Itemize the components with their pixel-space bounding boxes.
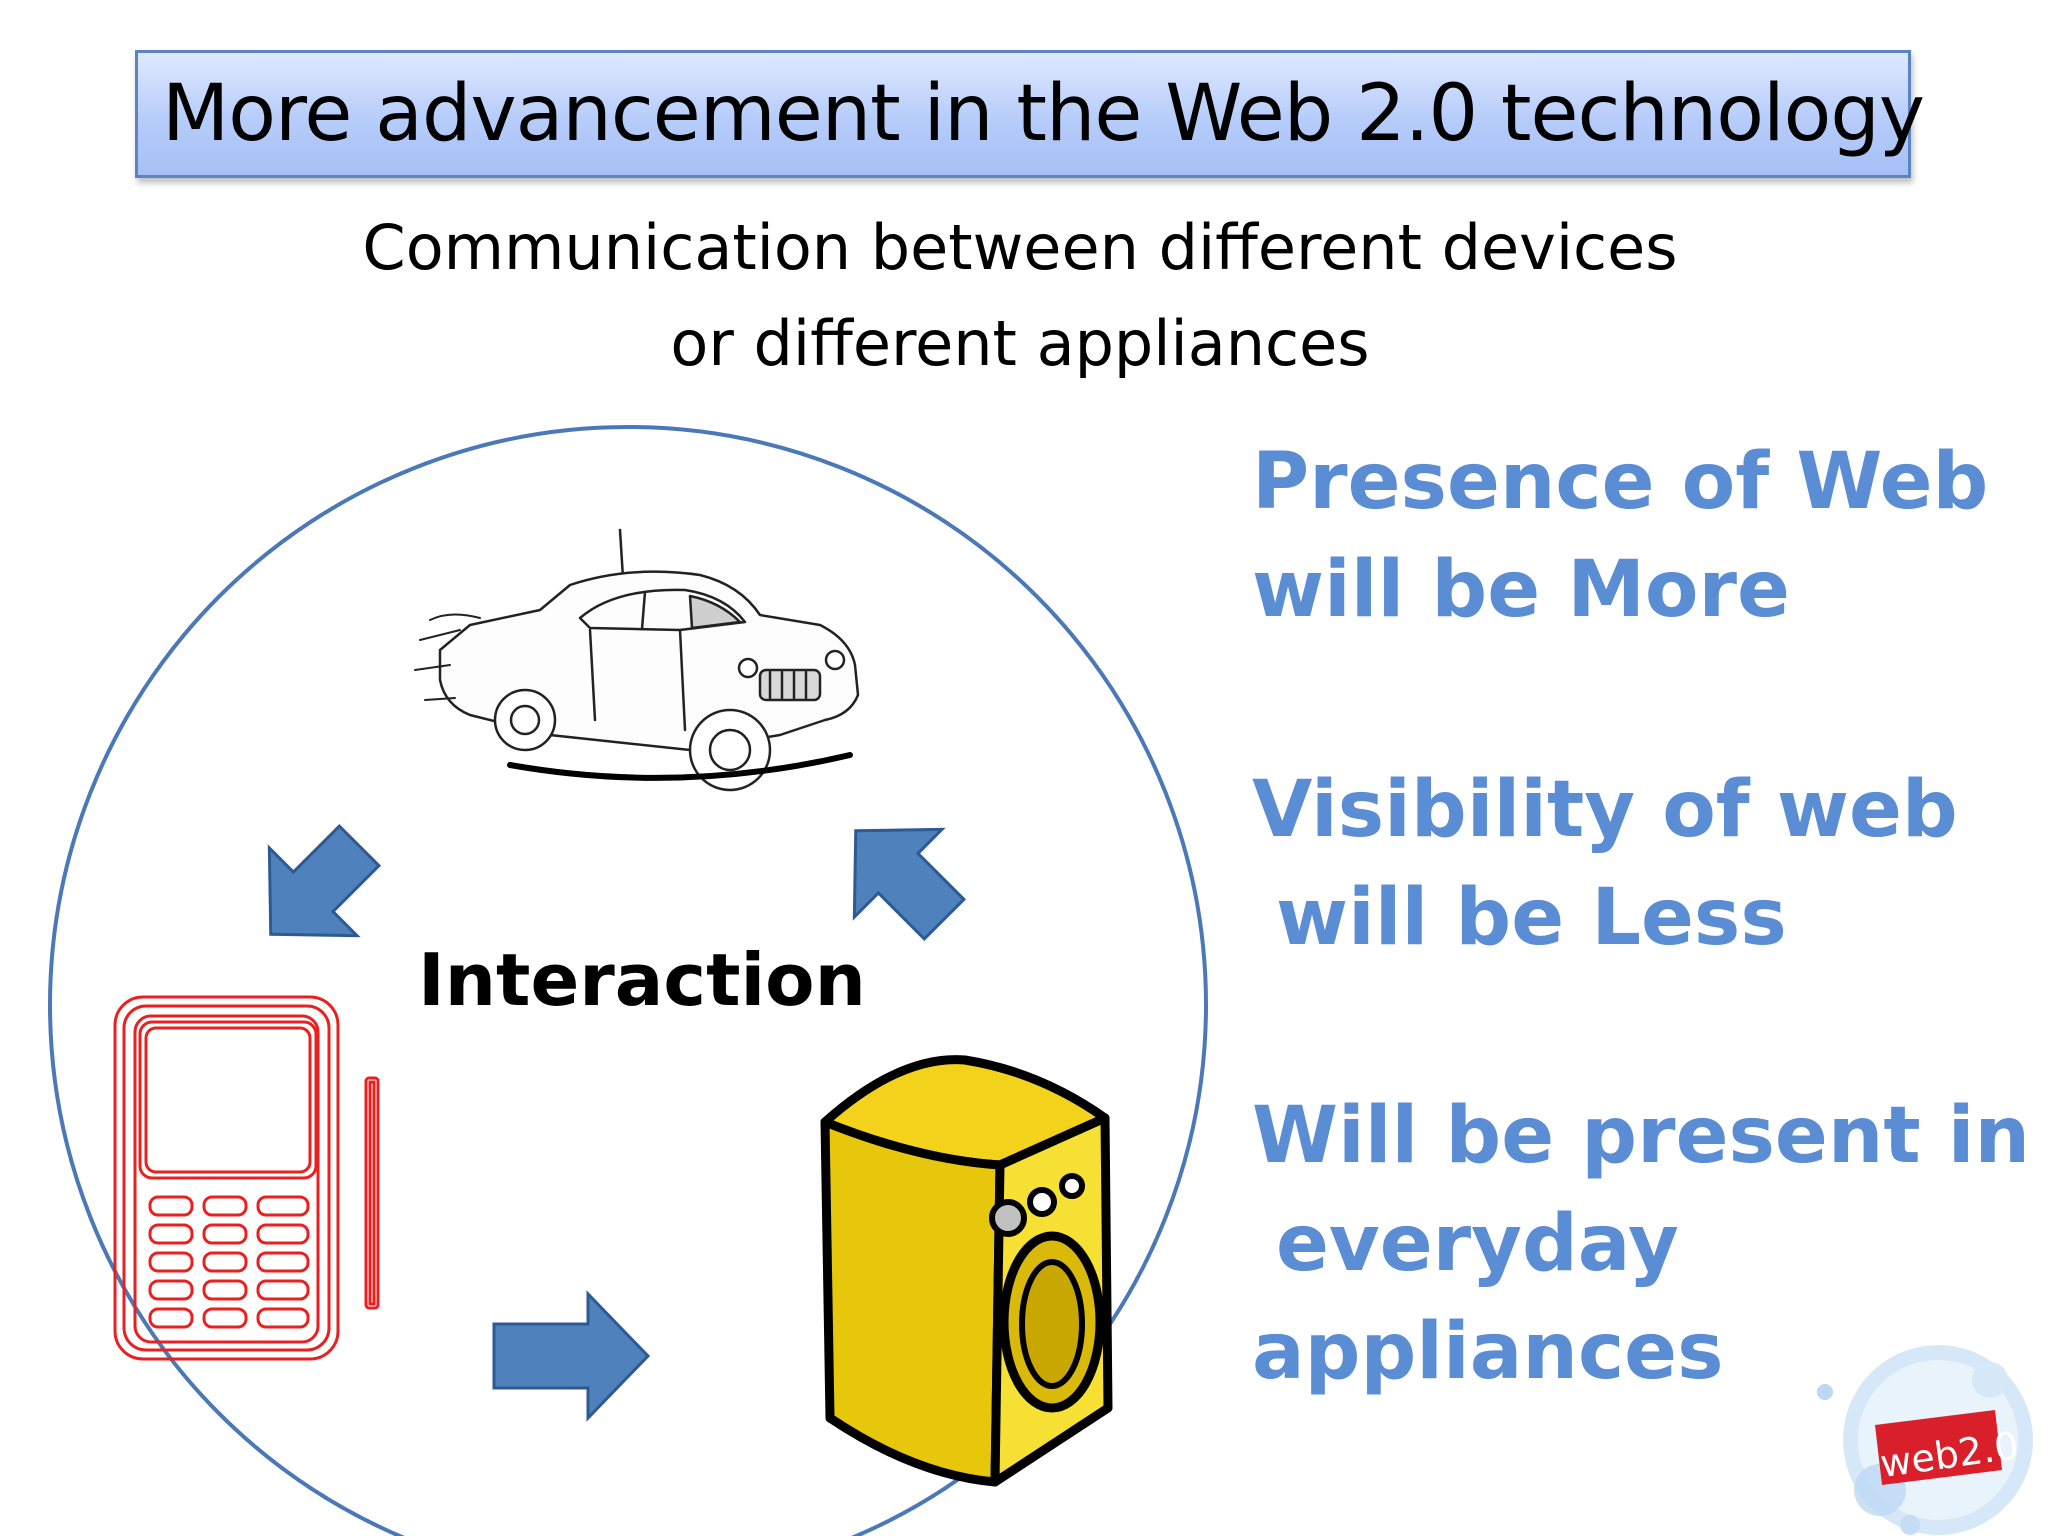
interaction-label: Interaction bbox=[418, 938, 866, 1022]
keypad bbox=[148, 1195, 310, 1329]
bullet-1-line-2: will be More bbox=[1252, 545, 1790, 635]
cycle-circle bbox=[48, 425, 1208, 1536]
arrow-car-to-phone bbox=[267, 823, 382, 938]
subtitle-line-1: Communication between different devices bbox=[362, 211, 1678, 284]
slide-title: More advancement in the Web 2.0 technolo… bbox=[162, 69, 1925, 159]
bullet-3-line-2: everyday bbox=[1276, 1199, 1679, 1289]
title-box: More advancement in the Web 2.0 technolo… bbox=[135, 50, 1925, 178]
bullet-2-line-1: Visibility of web bbox=[1252, 765, 1958, 855]
bullet-2-line-2: will be Less bbox=[1276, 873, 1787, 963]
mobile-phone-icon bbox=[113, 995, 380, 1361]
subtitle-line-2: or different appliances bbox=[670, 307, 1370, 380]
bullet-3-line-3: appliances bbox=[1252, 1307, 1724, 1397]
arrow-phone-to-washer bbox=[492, 1290, 651, 1422]
washing-machine-icon bbox=[820, 1055, 1113, 1487]
bullet-1-line-1: Presence of Web bbox=[1252, 437, 1989, 527]
bullet-3-line-1: Will be present in bbox=[1252, 1091, 2031, 1181]
web2-logo bbox=[1817, 1345, 2033, 1535]
arrow-washer-to-car bbox=[852, 827, 967, 942]
car-illustration bbox=[414, 528, 860, 792]
